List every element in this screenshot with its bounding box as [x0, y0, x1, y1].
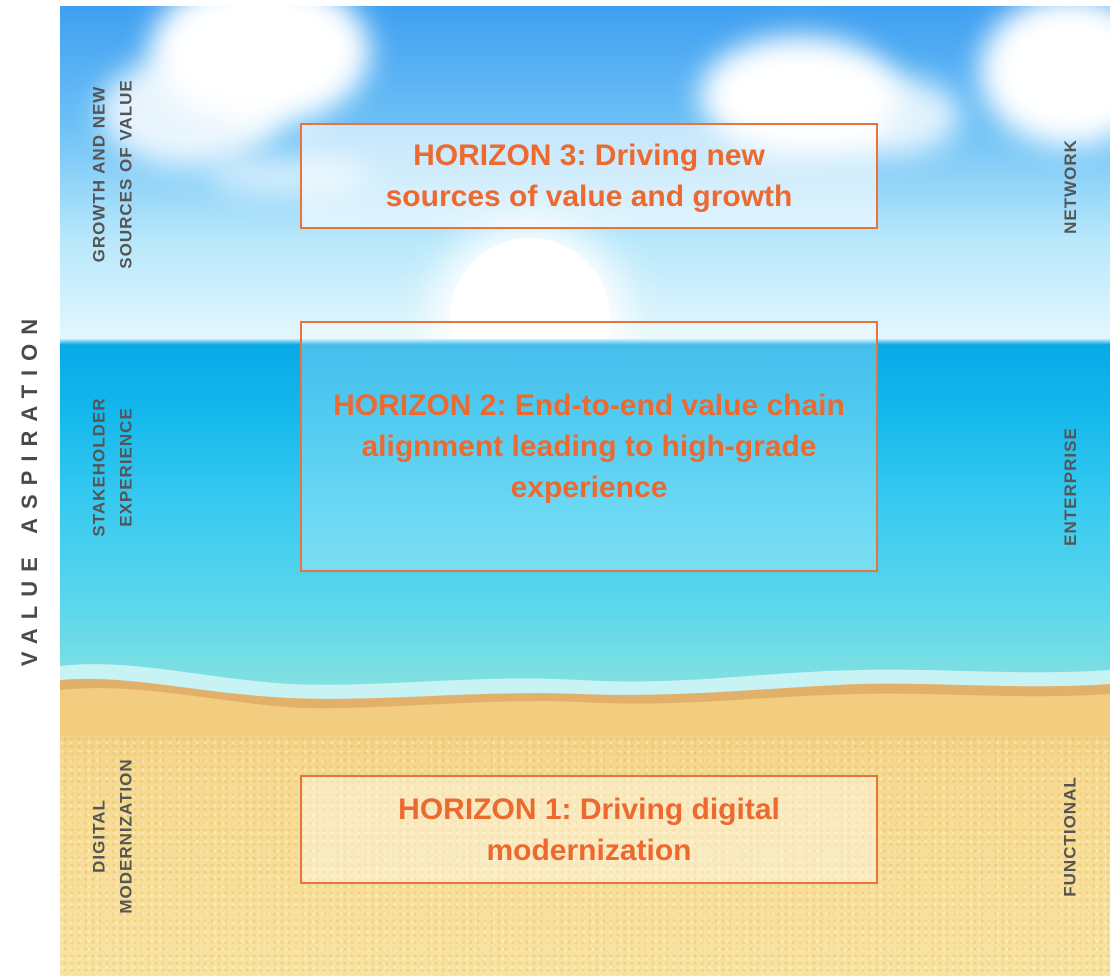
- shoreline-wave: [60, 664, 1110, 736]
- horizon-3-box: HORIZON 3: Driving new sources of value …: [300, 123, 878, 229]
- left-label-stakeholder: STAKEHOLDER EXPERIENCE: [78, 342, 148, 592]
- left-label-growth-line2: SOURCES OF VALUE: [117, 79, 137, 269]
- left-label-growth-line1: GROWTH AND NEW: [90, 85, 110, 263]
- value-aspiration-axis: VALUE ASPIRATION: [0, 0, 60, 976]
- cloud-graphic: [100, 56, 280, 166]
- right-label-enterprise: ENTERPRISE: [1045, 366, 1095, 606]
- left-label-stakeholder-line2: EXPERIENCE: [117, 407, 137, 527]
- right-label-enterprise-text: ENTERPRISE: [1060, 426, 1080, 546]
- horizon-line: [60, 339, 1110, 345]
- right-label-functional: FUNCTIONAL: [1045, 716, 1095, 956]
- horizon-1-box: HORIZON 1: Driving digital modernization: [300, 775, 878, 884]
- horizon-2-box: HORIZON 2: End-to-end value chain alignm…: [300, 321, 878, 572]
- right-label-functional-text: FUNCTIONAL: [1060, 775, 1080, 897]
- horizon-3-text: HORIZON 3: Driving new sources of value …: [385, 139, 793, 213]
- horizon-2-text: HORIZON 2: End-to-end value chain alignm…: [333, 389, 845, 504]
- right-label-network-text: NETWORK: [1060, 138, 1080, 234]
- sand-dry-line: [60, 688, 1110, 736]
- left-label-digital-line2: MODERNIZATION: [117, 758, 137, 914]
- left-label-digital: DIGITAL MODERNIZATION: [78, 696, 148, 976]
- left-label-stakeholder-line1: STAKEHOLDER: [90, 397, 110, 537]
- value-aspiration-label: VALUE ASPIRATION: [17, 309, 43, 667]
- horizon-1-text: HORIZON 1: Driving digital modernization: [398, 792, 780, 867]
- right-label-network: NETWORK: [1045, 106, 1095, 266]
- left-label-growth: GROWTH AND NEW SOURCES OF VALUE: [78, 6, 148, 342]
- wave-foam: [60, 664, 1110, 699]
- sky-background: [60, 6, 1110, 342]
- left-label-digital-line1: DIGITAL: [90, 799, 110, 873]
- horizon-scene: GROWTH AND NEW SOURCES OF VALUE STAKEHOLD…: [60, 6, 1110, 976]
- sea-background: [60, 342, 1110, 692]
